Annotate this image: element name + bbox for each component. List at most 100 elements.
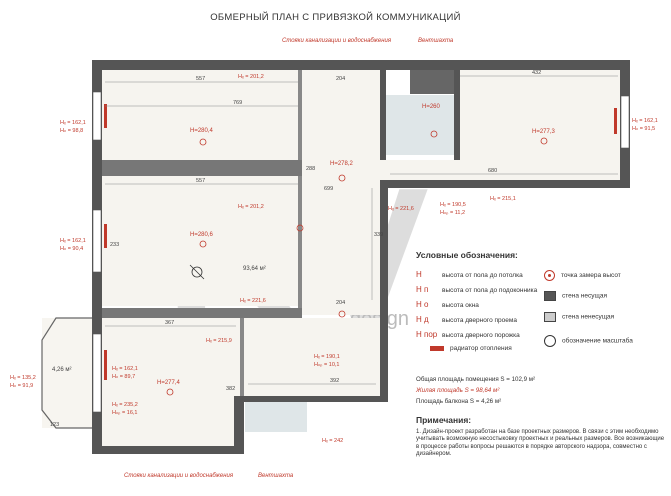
scale-symbol — [189, 264, 205, 280]
scale-icon — [544, 335, 556, 347]
legend-point: точка замера высот — [544, 270, 621, 281]
wall-nonbearing-icon — [544, 312, 556, 322]
hall-strip — [380, 160, 620, 180]
wall-bath-east — [454, 70, 460, 160]
label-hw4: Hₓ = 162,1 — [112, 366, 138, 372]
wall-bath-west — [380, 70, 386, 160]
label-hd2: Hₓ = 201,2 — [238, 204, 264, 210]
legend-wall-bearing: стена несущая — [544, 291, 607, 301]
measure-point-2 — [199, 240, 207, 248]
area-total: Общая площадь помещения S = 102,9 м² — [416, 376, 536, 383]
dim-382: 382 — [226, 386, 235, 392]
wall-top-right — [380, 60, 630, 70]
label-hd8: Hₙₚ = 11,2 — [440, 210, 465, 216]
legend-symbol: H п — [416, 285, 429, 294]
height-room-4: H=277,4 — [157, 380, 181, 386]
notes-title: Примечания: — [416, 415, 472, 425]
bathroom-2 — [245, 398, 307, 432]
corridor — [302, 70, 380, 315]
label-hd4: Hₓ = 221,6 — [388, 206, 414, 212]
legend-label: высота дверного порожка — [442, 332, 520, 339]
label-hn1: Hₙ = 98,8 — [60, 128, 83, 134]
wall-hall-south — [380, 180, 630, 188]
label-hd11: Hₓ = 235,2 — [112, 402, 138, 408]
height-bathroom: H=260 — [422, 104, 441, 110]
dim-557a: 557 — [196, 76, 205, 82]
wall-bottom-left — [92, 446, 242, 454]
height-corridor: H=278,2 — [330, 161, 354, 167]
radiator-3 — [614, 108, 617, 134]
height-room-1: H=280,4 — [190, 128, 214, 134]
notes: Примечания: 1. Дизайн-проект разработан … — [416, 415, 666, 459]
measure-point-7 — [430, 130, 438, 138]
radiator-icon — [430, 345, 444, 351]
balcony-rail — [41, 317, 92, 429]
area-balcony-total: Площадь балкона S = 4,26 м² — [416, 398, 502, 405]
legend-scale-label: обозначение масштаба — [562, 337, 633, 345]
label-hd5: Hₓ = 215,9 — [206, 338, 232, 344]
dim-557b: 557 — [196, 178, 205, 184]
balcony-outline — [41, 317, 92, 429]
room-4 — [102, 318, 240, 448]
label-hn3: Hₙ = 91,5 — [632, 126, 655, 132]
legend-label: высота от пола до подоконника — [442, 287, 538, 294]
callout-risers-bottom: Стояки канализации и водоснабжения — [124, 473, 234, 479]
wall-bath2-west — [234, 396, 244, 454]
legend-label: высота дверного проема — [442, 317, 517, 324]
label-hd9: Hₓ = 190,1 — [314, 354, 340, 360]
dimension-labels: 557 769 557 204 204 432 680 367 392 699 … — [50, 70, 541, 428]
legend-symbol: H о — [416, 300, 429, 309]
vent-shaft — [410, 70, 454, 94]
legend-wall-bearing-label: стена несущая — [562, 292, 607, 300]
measure-point-5 — [166, 388, 174, 396]
label-hn4: Hₙ = 89,7 — [112, 374, 135, 380]
radiator-4 — [104, 350, 107, 380]
dim-288: 288 — [306, 166, 315, 172]
room-floors — [42, 70, 620, 448]
dim-367: 367 — [165, 320, 174, 326]
height-labels: H=280,4 H=280,6 H=278,2 H=277,3 H=277,4 … — [52, 104, 556, 386]
measure-points — [166, 130, 548, 396]
legend-wall-nonbearing-label: стена ненесущая — [562, 313, 615, 321]
area-living: Жилая площадь S = 98,64 м² — [416, 387, 500, 394]
scale-symbol-plan — [191, 266, 203, 278]
label-hb2: Hₙ = 91,9 — [10, 383, 33, 389]
dim-339: 339 — [374, 232, 383, 238]
dim-233: 233 — [110, 242, 119, 248]
page-title: ОБМЕРНЫЙ ПЛАН С ПРИВЯЗКОЙ КОММУНИКАЦИЙ — [210, 12, 461, 23]
measure-point-6 — [338, 310, 346, 318]
window-3 — [620, 95, 630, 149]
radiators — [104, 104, 617, 380]
measure-point-4 — [540, 137, 548, 145]
balcony — [42, 318, 92, 428]
radiator-1 — [104, 104, 107, 128]
callout-vent-bottom: Вентшахта — [258, 473, 294, 479]
wall-bottom-mid — [240, 396, 388, 402]
dim-432: 432 — [532, 70, 541, 76]
label-hw1: Hₓ = 162,1 — [60, 120, 86, 126]
window-4 — [92, 333, 102, 413]
legend-radiator: радиатор отопления — [416, 344, 512, 354]
opening-labels: Hₓ = 162,1 Hₙ = 98,8 Hₓ = 162,1 Hₙ = 90,… — [10, 74, 658, 444]
label-hd13: Hₓ = 242 — [322, 438, 343, 444]
window-2 — [92, 209, 102, 273]
partition-3 — [240, 318, 244, 396]
measure-point-1 — [199, 138, 207, 146]
label-hw2: Hₓ = 162,1 — [60, 238, 86, 244]
legend-title: Условные обозначения: — [416, 250, 518, 260]
legend-point-label: точка замера высот — [561, 272, 621, 280]
windows — [92, 91, 630, 413]
dim-204a: 204 — [336, 76, 345, 82]
label-hd6: Hₓ = 215,1 — [490, 196, 516, 202]
dim-123: 123 — [50, 422, 59, 428]
area-balcony: 4,26 м² — [52, 367, 71, 373]
wall-corridor-east — [380, 180, 388, 400]
radiator-2 — [104, 224, 107, 248]
height-room-2: H=280,6 — [190, 232, 214, 238]
label-hn2: Hₙ = 90,4 — [60, 246, 83, 252]
callout-risers-top: Стояки канализации и водоснабжения — [282, 38, 392, 44]
